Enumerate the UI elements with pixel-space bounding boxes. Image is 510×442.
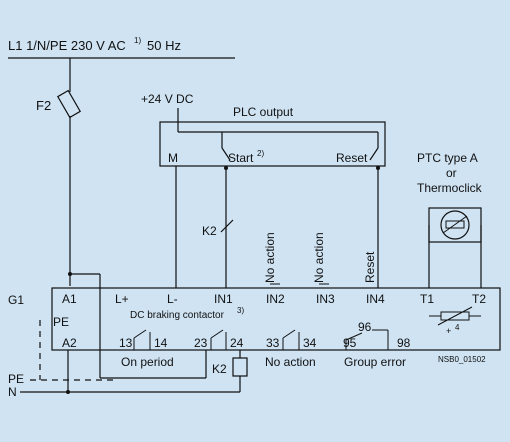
plc-reset-label: Reset	[336, 151, 368, 165]
contact-95-blade	[345, 332, 363, 341]
contact-96: 96	[358, 320, 372, 334]
plc-start-label: Start	[228, 151, 254, 165]
terminal-in1: IN1	[214, 292, 233, 306]
ptc-line1: PTC type A	[417, 151, 478, 165]
terminal-in2: IN2	[266, 292, 285, 306]
on-period-label: On period	[121, 355, 174, 369]
plc-output-box	[159, 121, 386, 167]
contact-23: 23	[194, 336, 208, 350]
device-ptc-slash	[437, 306, 473, 326]
fuse-label: F2	[36, 98, 51, 113]
supply-footnote: 1)	[134, 36, 141, 45]
plc-m-label: M	[168, 151, 178, 165]
k2-coil-label: K2	[212, 362, 227, 376]
n-label: N	[8, 385, 17, 399]
k2-nc-mark	[220, 219, 234, 233]
contact-33-34-blade	[282, 329, 296, 339]
k2-coil-icon	[232, 357, 248, 377]
group-error-label: Group error	[344, 355, 406, 369]
in2-note: No action	[263, 232, 277, 283]
junction-dot	[68, 272, 72, 276]
braking-contactor-label: DC braking contactor	[130, 310, 225, 321]
terminal-a2: A2	[62, 336, 77, 350]
ptc-line3: Thermoclick	[417, 181, 483, 195]
ptc-thermistor-slash	[442, 215, 468, 234]
terminal-a1: A1	[62, 292, 77, 306]
contact-33: 33	[266, 336, 280, 350]
supply-frequency: 50 Hz	[147, 38, 181, 53]
terminal-in3: IN3	[316, 292, 335, 306]
junction-dot	[376, 166, 380, 170]
terminal-lplus: L+	[115, 292, 129, 306]
contact-23-24-blade	[210, 329, 224, 339]
k2-label: K2	[202, 224, 217, 238]
in4-note: Reset	[363, 251, 377, 283]
drawing-ref: NSB0_01502	[438, 355, 486, 364]
device-ptc-note-sup: 4	[455, 323, 460, 332]
contact-24: 24	[230, 336, 244, 350]
contact-13: 13	[119, 336, 133, 350]
plc-start-switch	[221, 147, 231, 161]
plc-reset-switch	[369, 147, 379, 161]
ptc-line2: or	[446, 166, 457, 180]
junction-dot	[224, 166, 228, 170]
junction-dot	[66, 390, 70, 394]
supply-line-label: L1 1/N/PE 230 V AC	[8, 38, 126, 53]
plc-start-note: 2)	[257, 149, 264, 158]
terminal-lminus: L-	[167, 292, 178, 306]
device-g1-box	[51, 287, 501, 351]
plc-title: PLC output	[233, 105, 294, 119]
contact-98: 98	[397, 336, 411, 350]
contact-34: 34	[303, 336, 317, 350]
contact-95: 95	[343, 336, 357, 350]
fuse-f2-icon	[56, 89, 82, 119]
terminal-t1: T1	[420, 292, 434, 306]
motor-winding-icon	[440, 210, 470, 240]
g1-label: G1	[8, 293, 24, 307]
terminal-t2: T2	[472, 292, 486, 306]
contact-14: 14	[154, 336, 168, 350]
contact-13-14-blade	[133, 329, 147, 339]
device-ptc-note: +	[446, 326, 451, 336]
ptc-thermistor-icon	[445, 220, 465, 229]
no-action-label: No action	[265, 355, 316, 369]
pe-label: PE	[8, 372, 24, 386]
terminal-pe: PE	[53, 315, 69, 329]
terminal-in4: IN4	[366, 292, 385, 306]
dc-supply-label: +24 V DC	[141, 92, 194, 106]
braking-contactor-note: 3)	[237, 306, 244, 315]
in3-note: No action	[312, 232, 326, 283]
